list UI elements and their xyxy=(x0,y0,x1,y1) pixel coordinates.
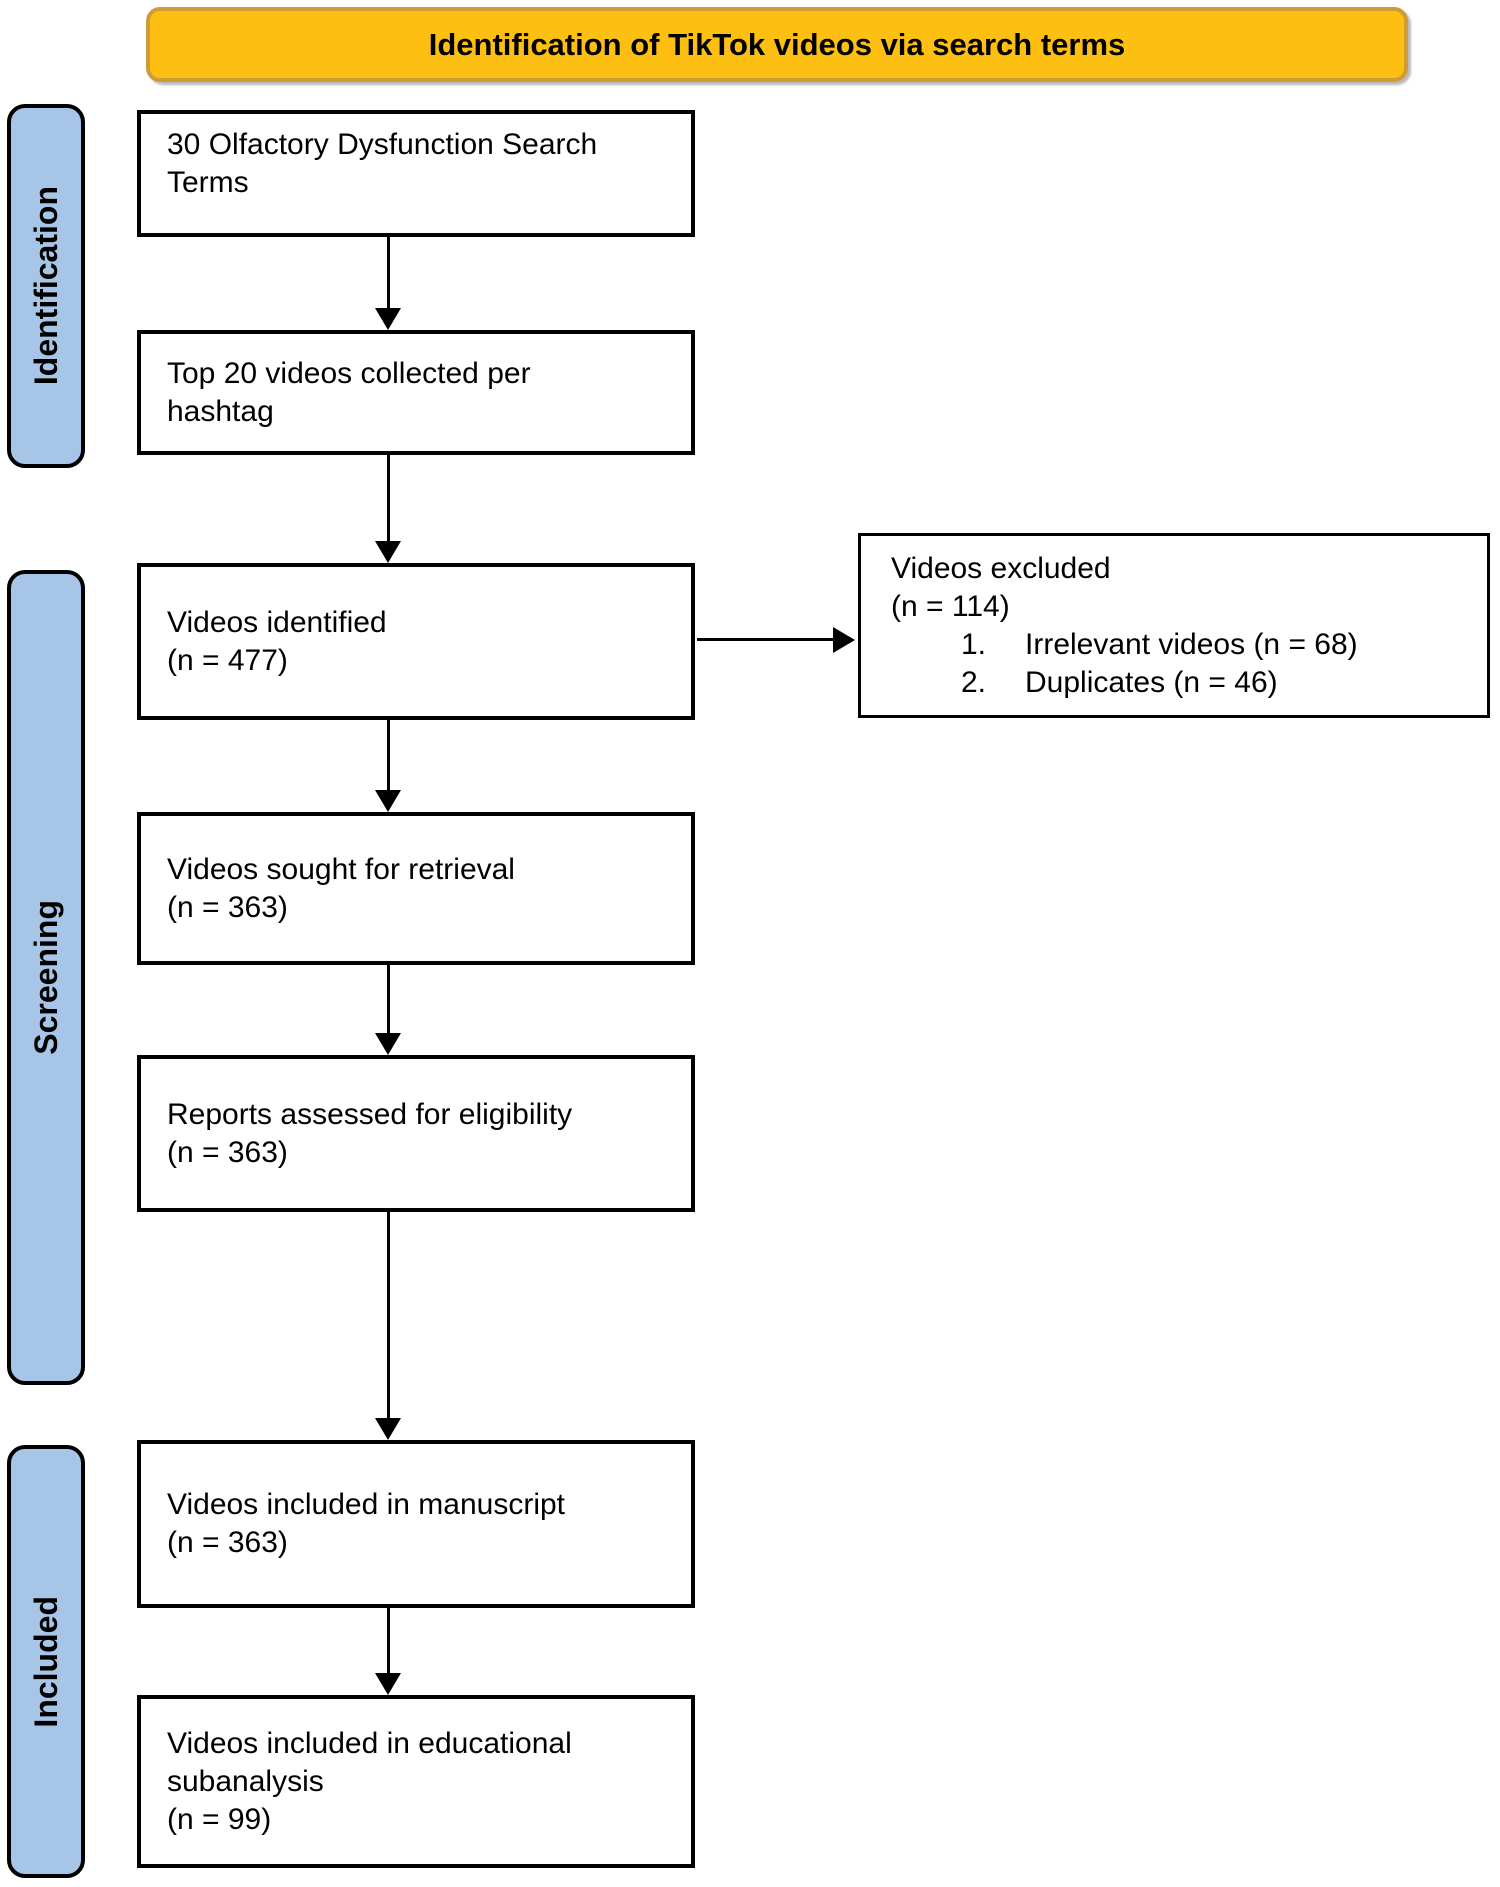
arrow-line xyxy=(387,455,390,541)
stage-label-screening: Screening xyxy=(27,900,64,1055)
stage-bar-identification: Identification xyxy=(7,104,85,468)
flow-box-included-manuscript: Videos included in manuscript (n = 363) xyxy=(137,1440,695,1608)
flow-box-videos-identified: Videos identified (n = 477) xyxy=(137,563,695,720)
flow-box-label: Top 20 videos collected per hashtag xyxy=(167,356,531,428)
exclusion-item-text: Duplicates (n = 46) xyxy=(1025,665,1278,699)
arrow-head xyxy=(375,1418,401,1440)
exclusion-item: 2. Duplicates (n = 46) xyxy=(961,664,1467,702)
title-banner: Identification of TikTok videos via sear… xyxy=(146,7,1408,82)
flow-box-label: 30 Olfactory Dysfunction Search Terms xyxy=(167,128,598,199)
flow-box-assessed-eligibility: Reports assessed for eligibility (n = 36… xyxy=(137,1055,695,1212)
title-banner-label: Identification of TikTok videos via sear… xyxy=(428,26,1126,62)
arrow-head xyxy=(375,790,401,812)
flow-box-label: Reports assessed for eligibility (n = 36… xyxy=(167,1097,573,1169)
exclusion-item-number: 1. xyxy=(961,627,987,661)
flow-box-sought-retrieval: Videos sought for retrieval (n = 363) xyxy=(137,812,695,965)
arrow-head xyxy=(375,541,401,563)
arrow-line xyxy=(387,1212,390,1418)
arrow-head xyxy=(375,308,401,330)
exclusion-item: 1. Irrelevant videos (n = 68) xyxy=(961,626,1467,664)
arrow-head xyxy=(833,627,855,653)
arrow-line xyxy=(697,638,833,641)
flow-box-top20-collected: Top 20 videos collected per hashtag xyxy=(137,330,695,455)
stage-label-identification: Identification xyxy=(27,186,64,386)
stage-bar-included: Included xyxy=(7,1445,85,1878)
exclusion-list: 1. Irrelevant videos (n = 68) 2. Duplica… xyxy=(961,626,1467,702)
flow-box-label: Videos sought for retrieval (n = 363) xyxy=(167,852,515,924)
stage-label-included: Included xyxy=(27,1595,64,1728)
flow-box-label: Videos included in manuscript (n = 363) xyxy=(167,1488,566,1559)
stage-bar-screening: Screening xyxy=(7,570,85,1385)
arrow-line xyxy=(387,237,390,308)
exclusion-box: Videos excluded (n = 114) 1. Irrelevant … xyxy=(858,533,1490,718)
exclusion-item-number: 2. xyxy=(961,665,987,699)
arrow-head xyxy=(375,1673,401,1695)
arrow-line xyxy=(387,1608,390,1673)
flow-box-search-terms: 30 Olfactory Dysfunction Search Terms xyxy=(137,110,695,237)
exclusion-item-text: Irrelevant videos (n = 68) xyxy=(1025,627,1358,661)
arrow-head xyxy=(375,1033,401,1055)
flow-box-label: Videos identified (n = 477) xyxy=(167,605,387,677)
exclusion-box-text: Videos excluded (n = 114) xyxy=(891,551,1111,623)
flow-box-label: Videos included in educational subanalys… xyxy=(167,1726,572,1836)
flow-box-educational-subanalysis: Videos included in educational subanalys… xyxy=(137,1695,695,1868)
arrow-line xyxy=(387,720,390,790)
arrow-line xyxy=(387,965,390,1033)
